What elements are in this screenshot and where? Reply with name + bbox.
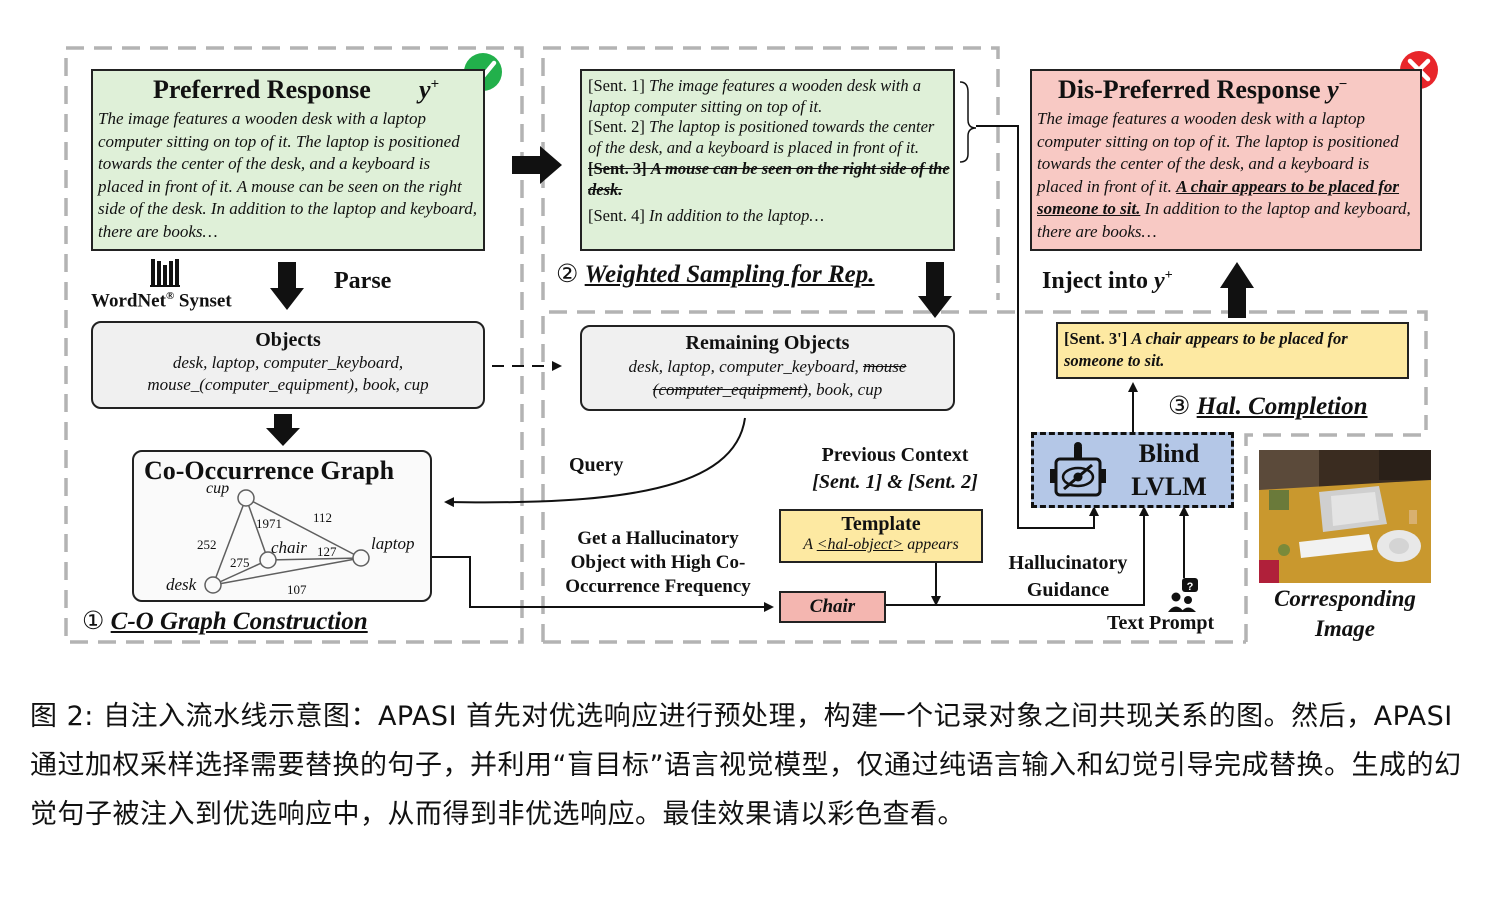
sentence-2: [Sent. 2] The laptop is positioned towar…: [588, 117, 935, 157]
region-image: [1244, 433, 1426, 642]
blind-lvlm-box: Blind LVLM: [1031, 432, 1234, 508]
edge-label-chair-desk: 275: [230, 555, 250, 570]
query-arrow: [444, 417, 746, 508]
sentences-list: [Sent. 1] The image features a wooden de…: [588, 76, 950, 227]
region-graph-construction: [64, 46, 524, 644]
graph-node-cup: [237, 489, 255, 507]
user-prompt-icon: ?: [1168, 578, 1198, 612]
edge-label-cup-chair: 1971: [256, 516, 282, 531]
remaining-objects-box: Remaining Objects desk, laptop, computer…: [580, 325, 955, 411]
edge-label-chair-laptop: 127: [317, 544, 337, 559]
remaining-line2: (computer_equipment), book, cup: [652, 380, 883, 399]
sentence-1: [Sent. 1] The image features a wooden de…: [588, 76, 922, 116]
split-arrow: [512, 146, 562, 184]
preferred-text: The image features a wooden desk with a …: [98, 109, 477, 241]
node-label-cup: cup: [206, 480, 230, 497]
hal-object-label: Get a Hallucinatory Object with High Co-…: [565, 528, 751, 597]
sentence-4: [Sent. 4] In addition to the laptop…: [588, 206, 825, 225]
region-hal-completion: [541, 310, 1428, 642]
node-label-desk: desk: [166, 575, 197, 594]
previous-context: Previous Context [Sent. 1] & [Sent. 2]: [812, 444, 978, 493]
node-label-chair: chair: [271, 538, 307, 557]
wordnet-label: WordNet® Synset: [91, 290, 232, 312]
inject-label: Inject into y+: [1042, 268, 1173, 294]
corresponding-image: [1259, 450, 1431, 583]
graph-arrow: [266, 414, 300, 446]
template-text: A <hal-object> appears: [803, 536, 959, 553]
blind-lvlm-label: Blind LVLM: [1131, 439, 1207, 501]
dispreferred-response-box: Dis-Preferred Response y− The image feat…: [1030, 69, 1422, 251]
books-icon: [150, 259, 180, 287]
hal-guidance-label: Hallucinatory Guidance: [1008, 552, 1128, 601]
template-title: Template: [841, 513, 921, 535]
context-to-lvlm-line: [976, 125, 1099, 529]
section1-label: ① C-O Graph Construction: [82, 608, 368, 635]
chair-label: Chair: [809, 596, 856, 617]
new-sentence-text: [Sent. 3'] A chair appears to be placed …: [1064, 329, 1348, 370]
dispreferred-title: Dis-Preferred Response y−: [1058, 75, 1348, 104]
preferred-symbol: y+: [419, 75, 440, 104]
guidance-to-lvlm-arrow: [886, 506, 1149, 606]
new-sentence-box: [Sent. 3'] A chair appears to be placed …: [1056, 322, 1409, 379]
parse-label: Parse: [334, 268, 392, 294]
edge-label-cup-laptop: 112: [313, 510, 333, 525]
figure-caption: 图 2: 自注入流水线示意图：APASI 首先对优选响应进行预处理，构建一个记录…: [30, 701, 1462, 830]
sentences-box: [Sent. 1] The image features a wooden de…: [580, 69, 955, 251]
section2-label: ② Weighted Sampling for Rep.: [556, 261, 875, 288]
objects-title: Objects: [255, 329, 321, 351]
graph-node-chair: [259, 551, 277, 569]
template-box: Template A <hal-object> appears: [779, 509, 983, 563]
sentence-brace: [959, 81, 977, 163]
chair-box: Chair: [779, 591, 886, 623]
text-prompt-label: Text Prompt: [1107, 612, 1215, 634]
graph-title: Co-Occurrence Graph: [144, 456, 395, 485]
graph-edges: [212, 497, 362, 586]
edge-label-desk-laptop: 107: [287, 582, 307, 597]
objects-box: Objects desk, laptop, computer_keyboard,…: [91, 321, 485, 409]
sentence-3-removed: [Sent. 3] A mouse can be seen on the rig…: [588, 159, 950, 199]
preferred-title: Preferred Response: [153, 75, 371, 104]
svg-text:?: ?: [1187, 581, 1194, 593]
remaining-line1: desk, laptop, computer_keyboard, mouse: [628, 357, 907, 376]
cooccurrence-graph-box: Co-Occurrence Graph: [132, 450, 432, 602]
graph-node-laptop: [352, 549, 370, 567]
corresponding-image-label: Corresponding Image: [1274, 586, 1416, 641]
graph-to-chair-arrow: [432, 556, 774, 612]
objects-line1: desk, laptop, computer_keyboard,: [172, 353, 404, 372]
parse-arrow: [270, 262, 304, 310]
node-label-laptop: laptop: [371, 534, 415, 553]
edge-label-cup-desk: 252: [197, 537, 217, 552]
graph-node-desk: [204, 576, 222, 594]
inject-arrow: [1220, 262, 1254, 318]
dispreferred-text: The image features a wooden desk with a …: [1037, 109, 1411, 241]
section3-label: ③ Hal. Completion: [1168, 393, 1368, 420]
remaining-title: Remaining Objects: [685, 332, 850, 354]
pipeline-diagram: ? Preferred Response y+ The image featur…: [64, 46, 1438, 644]
preferred-response-box: Preferred Response y+ The image features…: [91, 69, 485, 251]
sampling-arrow: [918, 262, 952, 318]
objects-line2: mouse_(computer_equipment), book, cup: [147, 375, 429, 394]
blind-robot-icon: [1050, 442, 1106, 497]
query-label: Query: [569, 454, 624, 476]
block-arrows: [266, 146, 1254, 446]
